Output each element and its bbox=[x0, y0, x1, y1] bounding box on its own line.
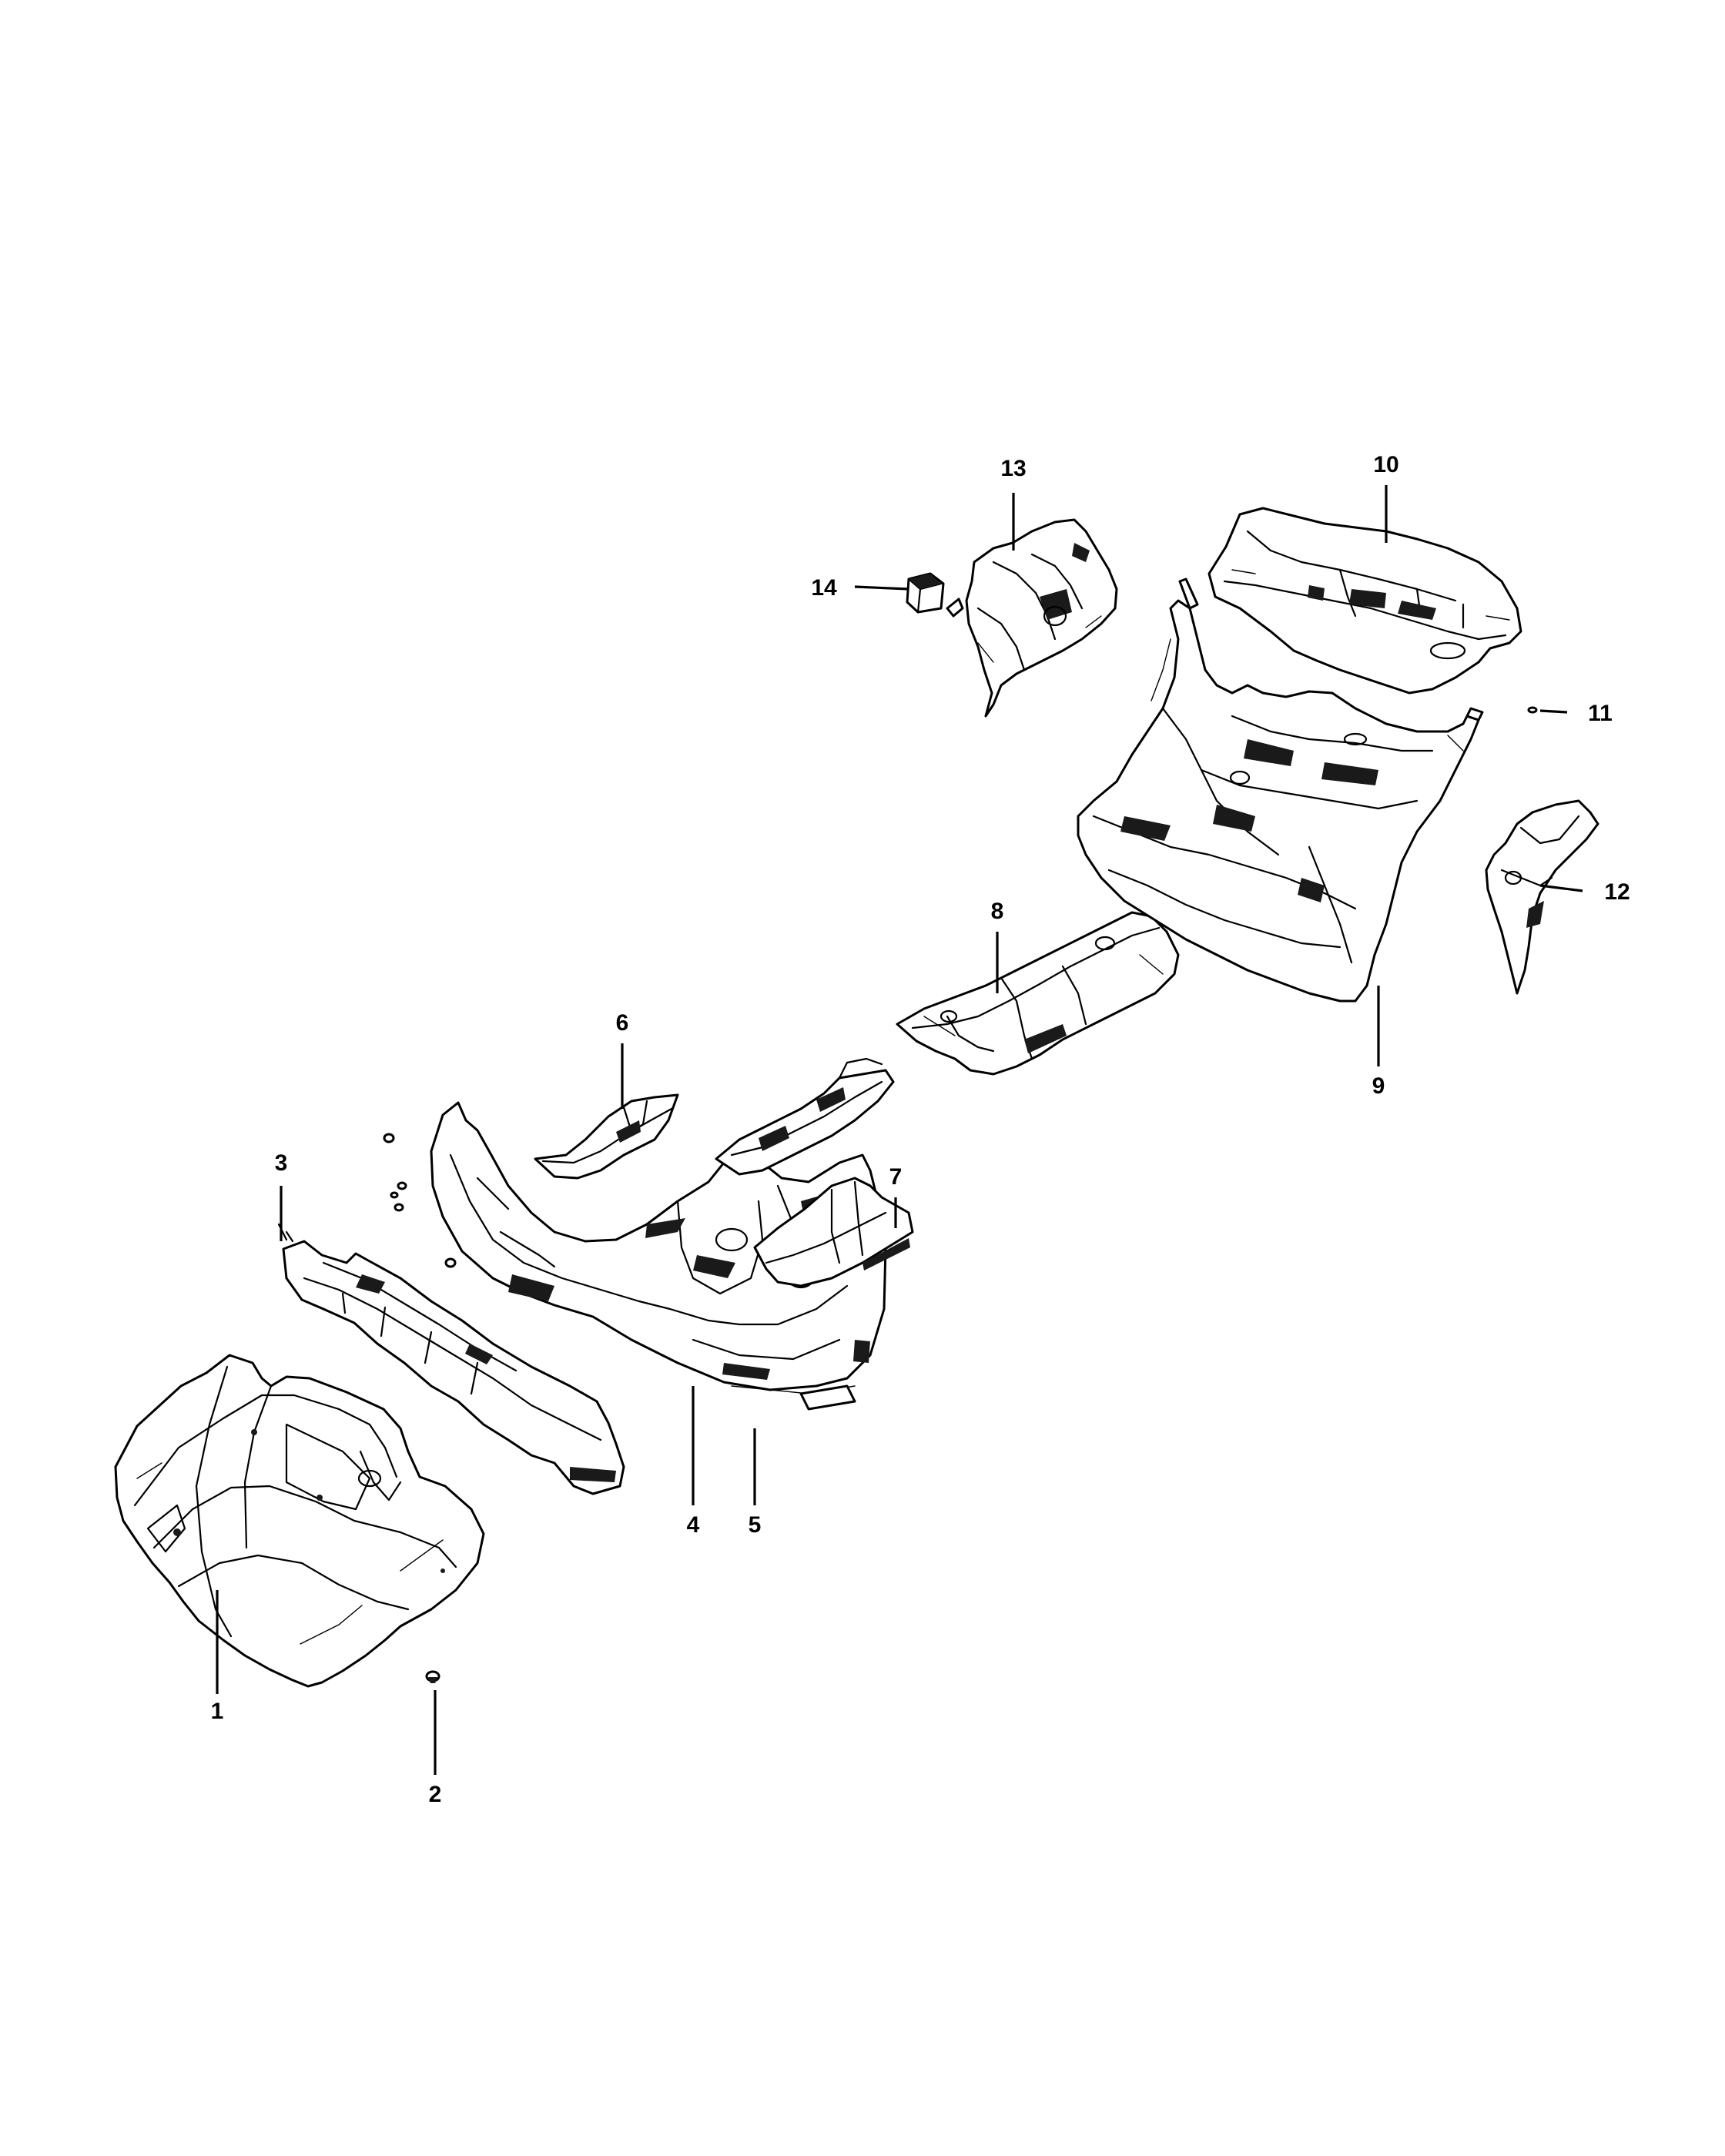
part-4-dash-silencer bbox=[430, 1101, 887, 1411]
callout-8: 8 bbox=[991, 899, 1004, 924]
callout-labels: 1 2 3 4 5 6 7 8 9 10 11 12 13 14 bbox=[211, 452, 1630, 1807]
callout-9: 9 bbox=[1372, 1073, 1385, 1099]
small-fasteners bbox=[383, 1133, 457, 1268]
callout-7: 7 bbox=[889, 1164, 903, 1190]
callout-1: 1 bbox=[211, 1699, 224, 1724]
callout-14: 14 bbox=[811, 575, 837, 601]
callout-11: 11 bbox=[1588, 701, 1613, 726]
callout-12: 12 bbox=[1604, 879, 1630, 905]
callout-10: 10 bbox=[1373, 452, 1398, 477]
callout-5: 5 bbox=[749, 1512, 762, 1538]
part-11-clip bbox=[1527, 706, 1538, 714]
callout-4: 4 bbox=[687, 1512, 700, 1538]
leader-lines bbox=[216, 485, 1583, 1775]
callout-6: 6 bbox=[616, 1010, 629, 1036]
callout-3: 3 bbox=[275, 1150, 288, 1176]
part-10-rear-shelf-insulator bbox=[1208, 507, 1522, 695]
part-7-tunnel-insulator bbox=[753, 1177, 914, 1287]
callout-13: 13 bbox=[1000, 456, 1026, 481]
part-12-quarter-insulator bbox=[1485, 799, 1599, 995]
callout-2: 2 bbox=[429, 1782, 442, 1807]
part-14-foam-block bbox=[906, 572, 964, 618]
part-1-floor-pad bbox=[114, 1354, 485, 1688]
part-9-rear-floor-insulator bbox=[1077, 578, 1484, 1003]
part-2-push-pin bbox=[425, 1670, 440, 1683]
part-6-side-insulator bbox=[534, 1093, 679, 1180]
part-3-dash-insulator bbox=[277, 1223, 625, 1495]
part-8-rear-tunnel-insulator bbox=[896, 911, 1180, 1076]
tunnel-center-insulator bbox=[715, 1057, 895, 1176]
part-13-cowl-side-insulator bbox=[965, 518, 1118, 718]
